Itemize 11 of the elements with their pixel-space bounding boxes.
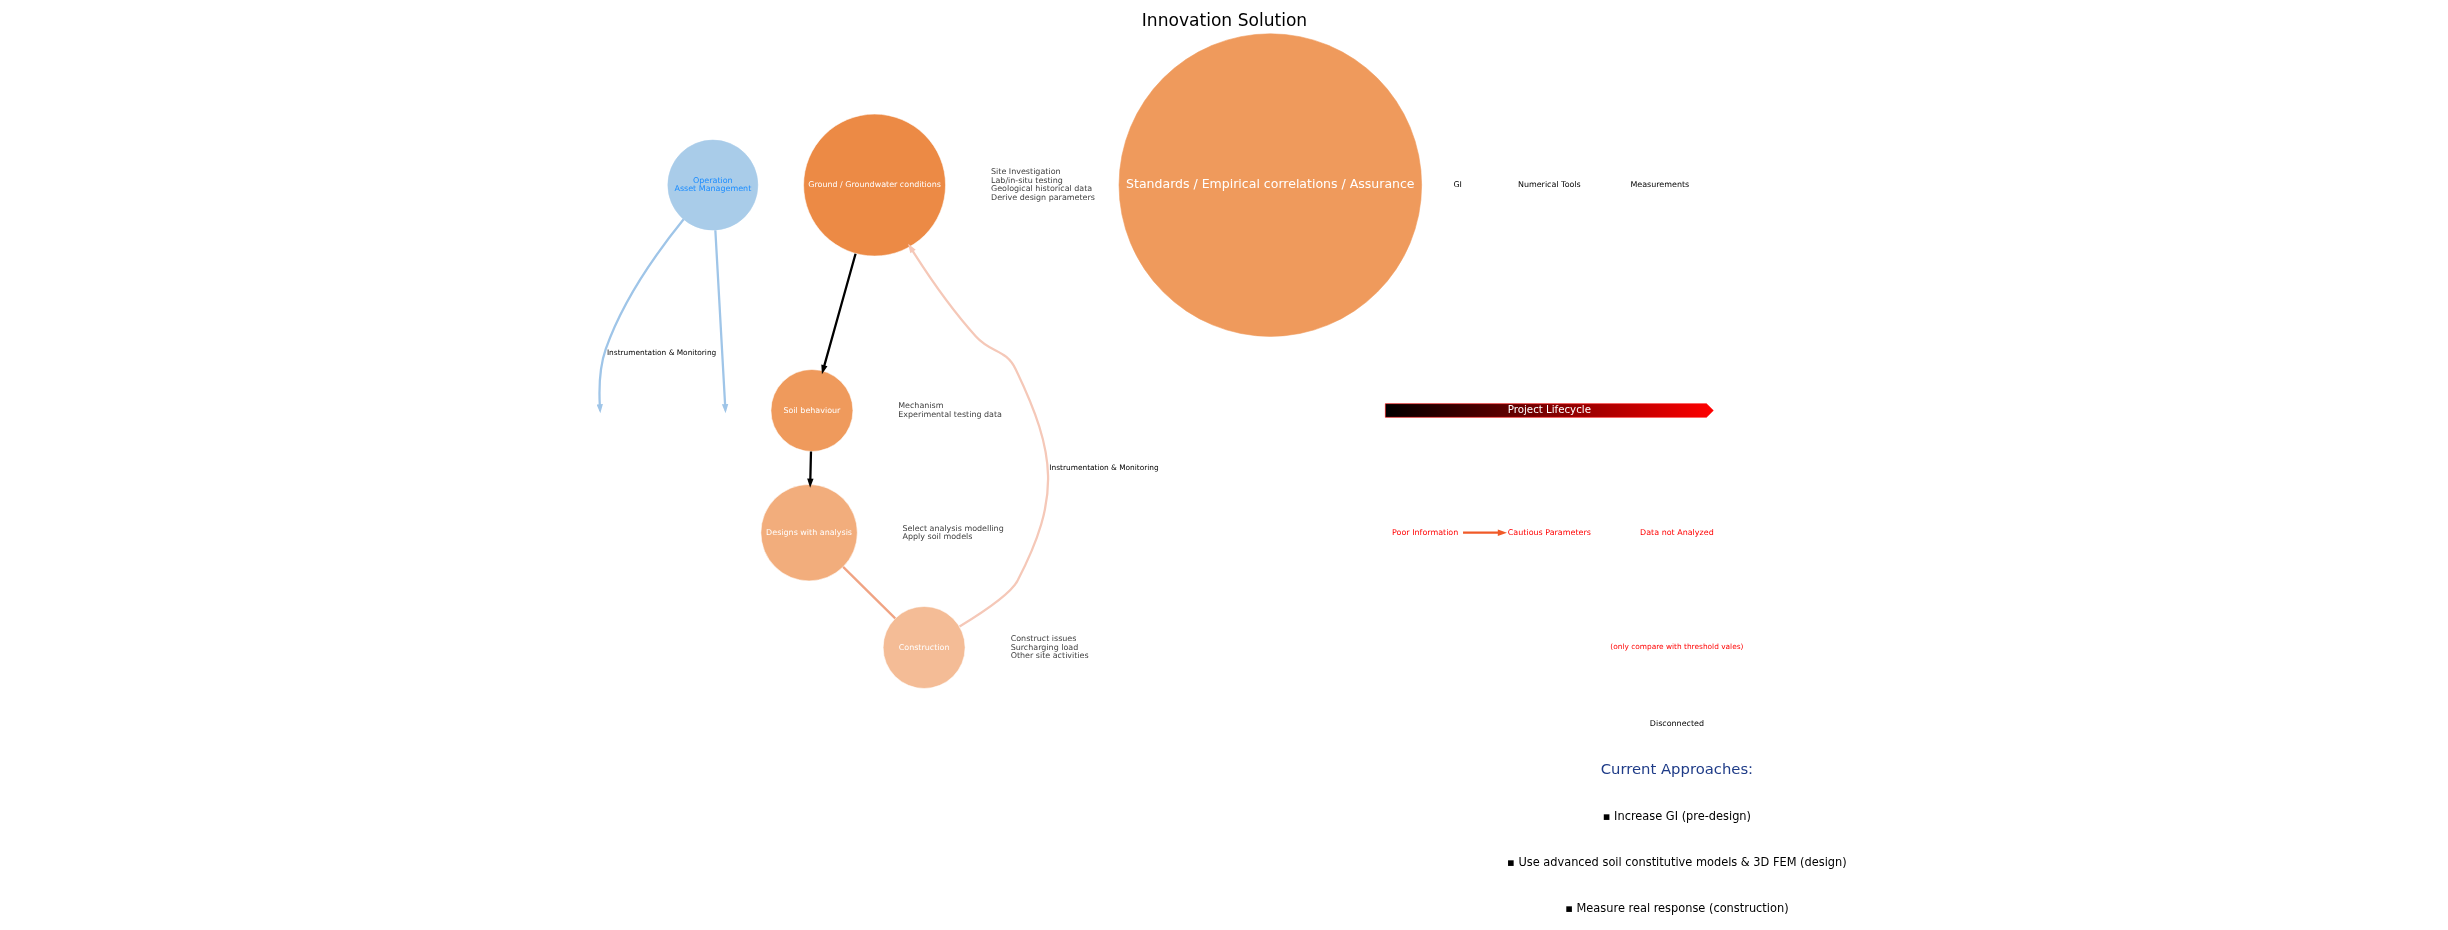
arrow (806, 451, 814, 488)
connector (841, 566, 896, 620)
label: ▪ Measure real response (construction) (1564, 901, 1789, 916)
node-circle: Standards / Empirical correlations / Assurance (1118, 33, 1422, 337)
label: Current Approaches: (1600, 760, 1753, 778)
diagram-title: Innovation Solution (1141, 10, 1307, 31)
arrow (1462, 529, 1507, 536)
arrow (907, 243, 1049, 628)
label: ▪ Use advanced soil constitutive models & 3D FEM (design) (1506, 855, 1847, 870)
arrow (820, 253, 857, 375)
label: ▪ Increase GI (pre-design) (1602, 809, 1751, 824)
